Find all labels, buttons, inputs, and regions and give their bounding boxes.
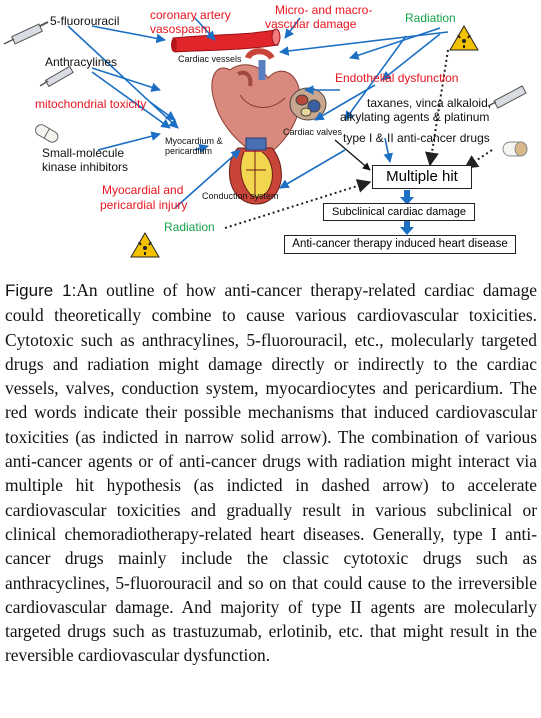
pill-icon (502, 141, 528, 157)
cardiac-vessels-label: Cardiac vessels (178, 54, 242, 64)
caption-text: An outline of how anti-cancer therapy-re… (5, 280, 537, 666)
caption-label: Figure 1: (5, 281, 77, 300)
syringe-icon (39, 65, 74, 88)
vascular-damage-label-1: Micro- and macro- (275, 3, 373, 17)
conduction-system-label: Conduction system (202, 191, 279, 201)
multiple-hit-box: Multiple hit (372, 165, 472, 189)
myocardial-injury-label-2: pericardial injury (100, 198, 188, 212)
endothelial-label: Endothelial dysfunction (335, 71, 459, 85)
radiation-label-top: Radiation (405, 11, 456, 25)
radiation-label-bottom: Radiation (164, 220, 215, 234)
heart-disease-box: Anti-cancer therapy induced heart diseas… (284, 235, 516, 254)
dashed-arrows (224, 49, 493, 229)
mito-toxicity-label: mitochondrial toxicity (35, 97, 147, 111)
syringe-icon (3, 21, 49, 45)
syringe-icon (487, 85, 527, 109)
taxanes-label-1: taxanes, vinca alkaloid, (367, 96, 492, 110)
pill-icon (35, 124, 59, 143)
coronary-spasm-label-2: vasospasm (150, 22, 211, 36)
radiation-icon (130, 232, 160, 258)
black-arrows (334, 139, 371, 171)
cardiac-vessel-illustration (171, 28, 281, 53)
coronary-spasm-label-1: coronary artery (150, 8, 231, 22)
type-drugs-label: type I & II anti-cancer drugs (343, 131, 490, 145)
taxanes-label-2: alkylating agents & platinum (340, 110, 490, 124)
myocardial-injury-label-1: Myocardial and (102, 183, 184, 197)
figure-caption: Figure 1:An outline of how anti-cancer t… (5, 278, 537, 668)
flow-arrows (400, 190, 414, 235)
cardiac-valves-label: Cardiac valves (283, 127, 343, 137)
vascular-damage-label-2: vascular damage (265, 17, 357, 31)
mechanism-arrows (67, 17, 449, 209)
small-molecule-label-1: Small-molecule (42, 146, 125, 160)
anthracyclines-label: Anthracylines (45, 55, 118, 69)
myocardium-label-2: pericardium (165, 146, 213, 156)
valves-illustration (289, 87, 327, 121)
radiation-icon (449, 25, 479, 51)
myocardium-label-1: Myocardium & (165, 136, 223, 146)
conduction-heart-illustration (229, 137, 282, 205)
heart-illustration (211, 48, 301, 159)
figure-diagram: 5-fluorouracil coronary artery vasospasm… (0, 0, 541, 272)
fluorouracil-label: 5-fluorouracil (50, 14, 120, 28)
small-molecule-label-2: kinase inhibitors (42, 160, 129, 174)
subclinical-damage-box: Subclinical cardiac damage (323, 203, 475, 221)
diagram-graphics (3, 17, 528, 258)
